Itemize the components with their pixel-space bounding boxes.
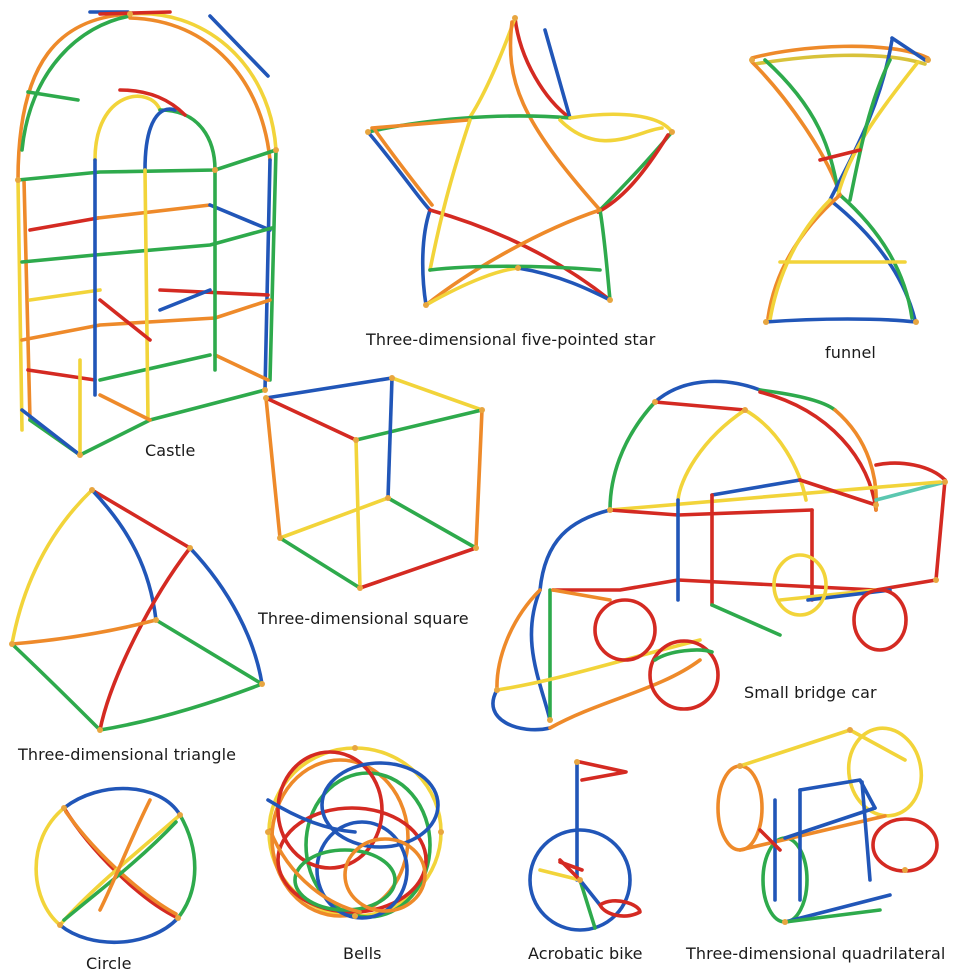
caption-bike: Acrobatic bike <box>528 944 643 963</box>
circle-model <box>34 786 197 944</box>
funnel-model <box>749 36 931 325</box>
caption-castle: Castle <box>145 441 196 460</box>
bike-model <box>528 759 642 932</box>
caption-triangle: Three-dimensional triangle <box>18 745 237 764</box>
caption-bells: Bells <box>343 944 382 963</box>
castle-model <box>15 10 279 458</box>
caption-funnel: funnel <box>825 343 876 362</box>
caption-quad: Three-dimensional quadrilateral <box>686 944 946 963</box>
caption-square: Three-dimensional square <box>258 609 469 628</box>
caption-star: Three-dimensional five-pointed star <box>366 330 656 349</box>
cube-model <box>263 375 485 591</box>
triangle-model <box>9 487 265 733</box>
quadrilateral-model <box>716 726 939 925</box>
car-model <box>491 379 948 732</box>
bells-model <box>265 745 444 920</box>
star-model <box>365 15 675 308</box>
caption-circle: Circle <box>86 954 132 973</box>
caption-car: Small bridge car <box>744 683 877 702</box>
